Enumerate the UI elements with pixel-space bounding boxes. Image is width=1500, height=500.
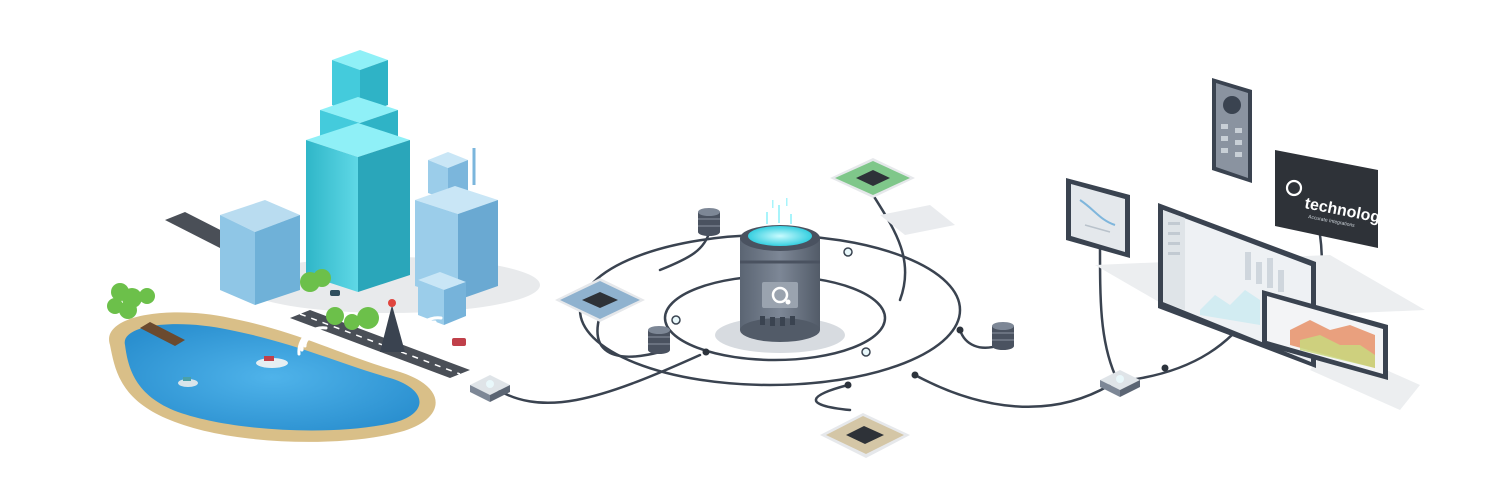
central-hub [715,198,845,353]
building-antenna [415,148,498,300]
chip-top-right [830,158,955,235]
wifi-signal-icon [297,326,328,356]
map-tablet [1066,178,1130,258]
chip-left [555,278,645,322]
cable [814,383,852,412]
hub-logo-icon [771,286,789,304]
cable-node [956,326,964,334]
cable [913,373,1112,408]
cable-node [1161,364,1169,372]
dock [140,322,185,346]
led-node [861,347,871,357]
cable-node [911,371,919,379]
vehicle [452,338,466,346]
wifi-signal-icon [412,316,443,346]
database-icon [648,326,670,354]
lake [109,312,436,442]
cable-node [702,348,710,356]
chip-bottom [820,413,910,458]
cable [1098,243,1117,377]
chart-screen [1262,290,1388,380]
cable [871,193,907,302]
gateway-device-right [1100,370,1140,397]
brand-logo-icon [1285,179,1303,197]
building-small [418,272,466,325]
city-cluster [107,50,540,442]
sensor-beacon [380,299,405,352]
skyscraper-tower [306,50,410,292]
led-nodes [671,247,871,357]
gateway-device-left [470,375,510,402]
chip-shadow [880,205,955,235]
hub-vents [760,316,795,326]
cable [488,353,702,405]
dashboard-area [1200,290,1260,325]
vehicle [330,290,340,296]
screens-cluster: technology Accurate Integrations [1066,78,1425,410]
tree-group [107,269,379,330]
cable [596,313,662,358]
database-icon [698,208,720,236]
road-marking [299,313,461,375]
hub-glow [748,226,812,246]
boat-cabin [183,377,191,381]
cable-nodes [702,326,1169,389]
brand-panel: technology Accurate Integrations [1275,150,1390,248]
cable-node [844,381,852,389]
led-node [671,315,681,325]
dashboard-bars [1245,252,1284,292]
intercom-panel [1212,78,1252,183]
network-cables [488,193,1324,412]
hub-badge [762,282,798,308]
boat-cabin [264,356,274,361]
hub-glow-particles [766,198,792,224]
database-icon [992,322,1014,350]
cable [658,228,712,272]
led-node [843,247,853,257]
building-low-left [220,200,300,305]
